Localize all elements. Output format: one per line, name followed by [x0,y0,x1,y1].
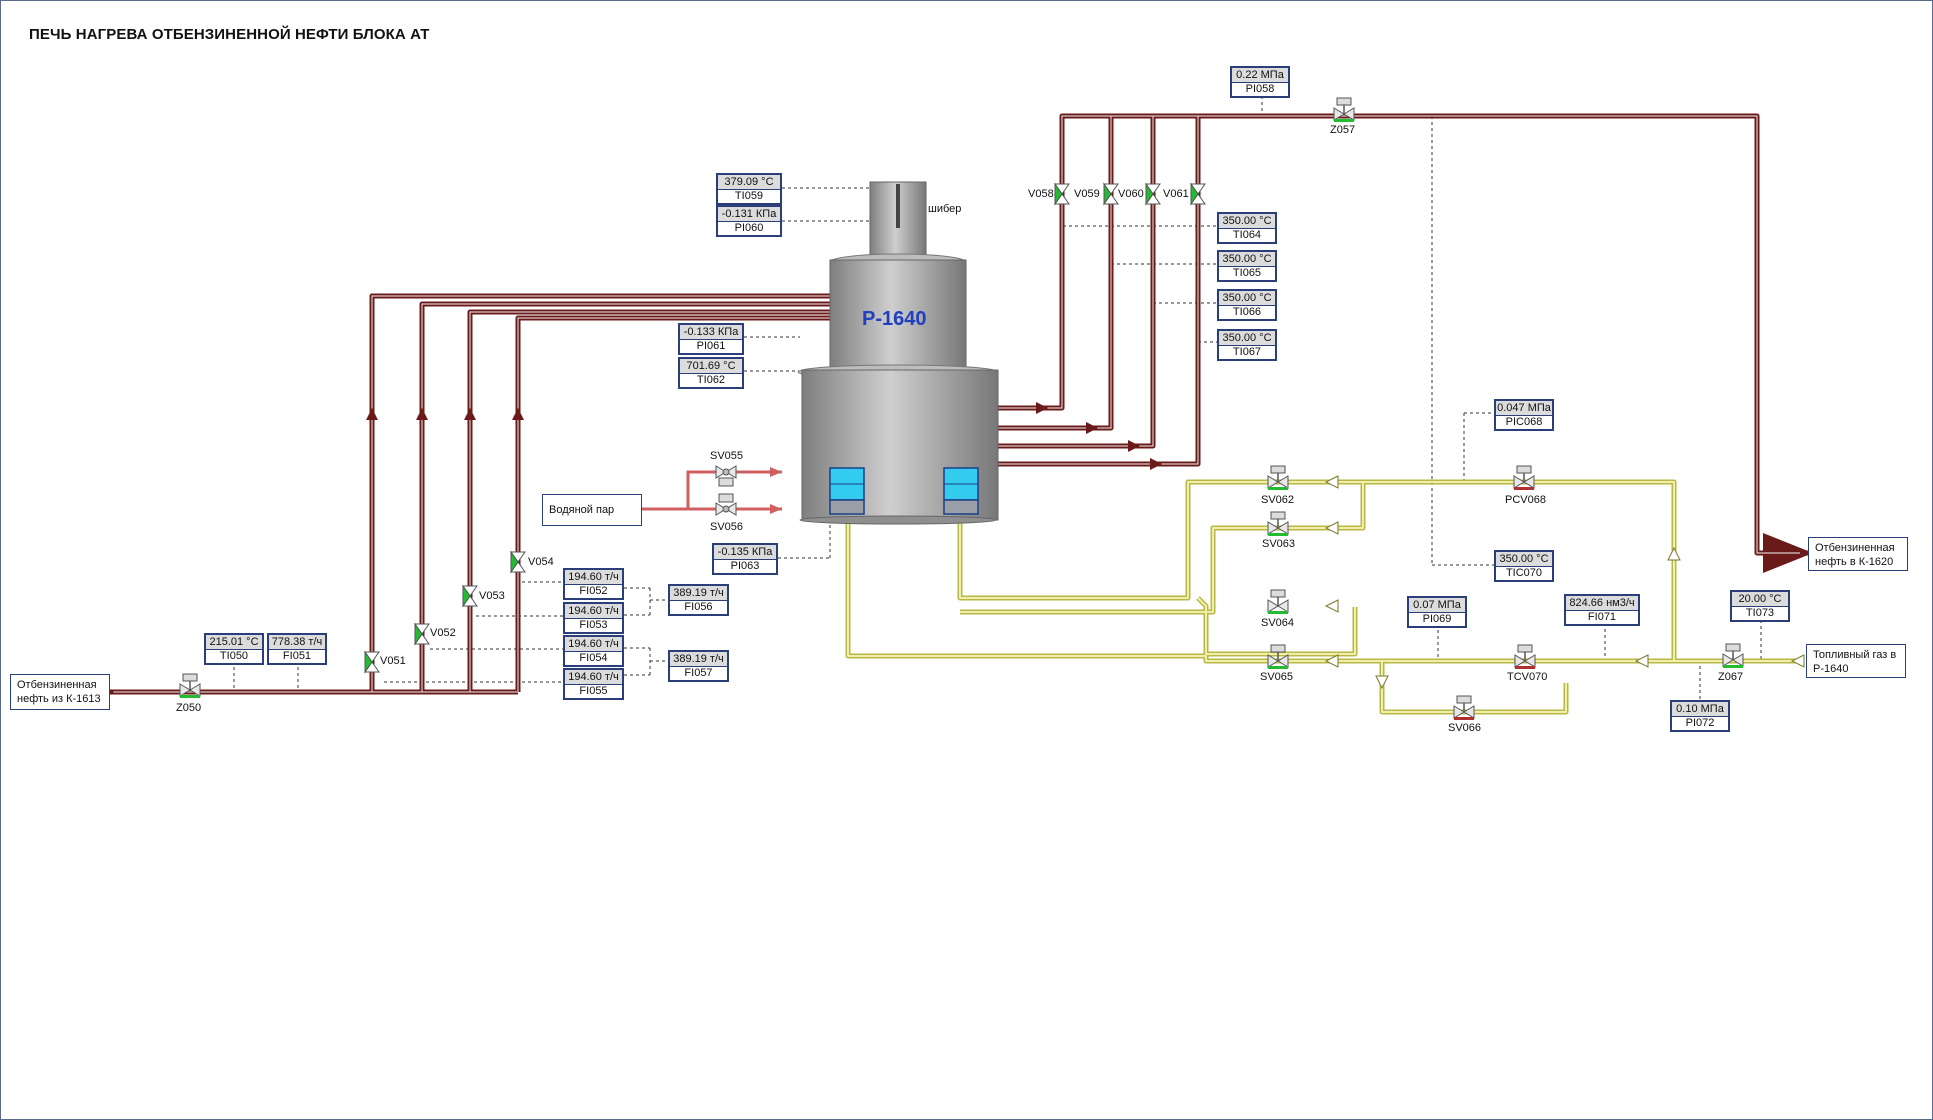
valve-icon[interactable] [1054,182,1070,206]
valve-label: SV064 [1261,617,1295,629]
valve-icon[interactable] [1190,182,1206,206]
valve-label: Z067 [1718,671,1744,683]
valve-label: V060 [1118,188,1144,200]
valve-icon[interactable] [510,550,526,574]
valve-icon[interactable] [462,584,478,608]
valve-label: SV062 [1261,494,1295,506]
control-valves [364,182,1206,674]
shutoff-valve-icon[interactable] [1514,644,1536,669]
valve-label: SV065 [1260,671,1294,683]
steam-stream-box[interactable]: Водяной пар [542,494,642,526]
shutoff-valve-icon[interactable] [1333,97,1355,122]
damper-icon [896,184,900,228]
shutoff-valve-icon[interactable] [179,673,201,698]
inlet-stream-box[interactable]: Отбензиненная нефть из К-1613 [10,674,110,710]
burner-icon [829,467,865,515]
valve-icon[interactable] [364,650,380,674]
valve-icon[interactable] [1145,182,1161,206]
valve-label: SV063 [1262,538,1296,550]
steam-valve-icon[interactable] [715,465,737,479]
shutoff-valve-icon[interactable] [1267,511,1289,536]
shutoff-valve-icon[interactable] [1267,465,1289,490]
valve-label: V059 [1074,188,1100,200]
valve-label: V054 [528,556,554,568]
solenoid-icon [718,493,734,503]
burner-icon [943,467,979,515]
damper-label: шибер [928,203,962,215]
valve-label: V053 [479,590,505,602]
shutoff-valve-icon[interactable] [1453,695,1475,720]
shutoff-valve-icon[interactable] [1722,643,1744,668]
furnace-label: Р-1640 [862,308,927,330]
valve-label: SV056 [710,521,744,533]
valve-label: V051 [380,655,406,667]
fuel-gas-highlights [847,481,1800,713]
valve-label: V052 [430,627,456,639]
valve-label: SV055 [710,450,744,462]
outlet-stream-box[interactable]: Отбензиненная нефть в К-1620 [1808,537,1908,571]
valve-icon[interactable] [1103,182,1119,206]
steam-arrows [770,467,782,514]
oil-pipe-highlights [110,115,1800,693]
valve-label: PCV068 [1505,494,1546,506]
valve-label: TCV070 [1507,671,1548,683]
steam-valve-icon[interactable] [715,502,737,516]
gas-flow-arrows [1324,475,1805,690]
valve-label: SV066 [1448,722,1482,734]
shutoff-valves [179,97,1744,720]
shutoff-valve-icon[interactable] [1513,465,1535,490]
valve-icon[interactable] [414,622,430,646]
convection-section [829,259,967,371]
solenoid-icon [718,477,734,487]
fuel-gas-stream-box[interactable]: Топливный газ в Р-1640 [1806,644,1906,678]
shutoff-valve-icon[interactable] [1267,644,1289,669]
page-title: ПЕЧЬ НАГРЕВА ОТБЕНЗИНЕННОЙ НЕФТИ БЛОКА А… [29,26,430,43]
furnace-P-1640[interactable] [797,181,999,525]
valve-label: Z050 [176,702,202,714]
valve-label: V058 [1028,188,1054,200]
shutoff-valve-icon[interactable] [1267,589,1289,614]
steam-pipes [641,470,782,511]
valve-label: Z057 [1330,124,1356,136]
valve-label: V061 [1163,188,1189,200]
